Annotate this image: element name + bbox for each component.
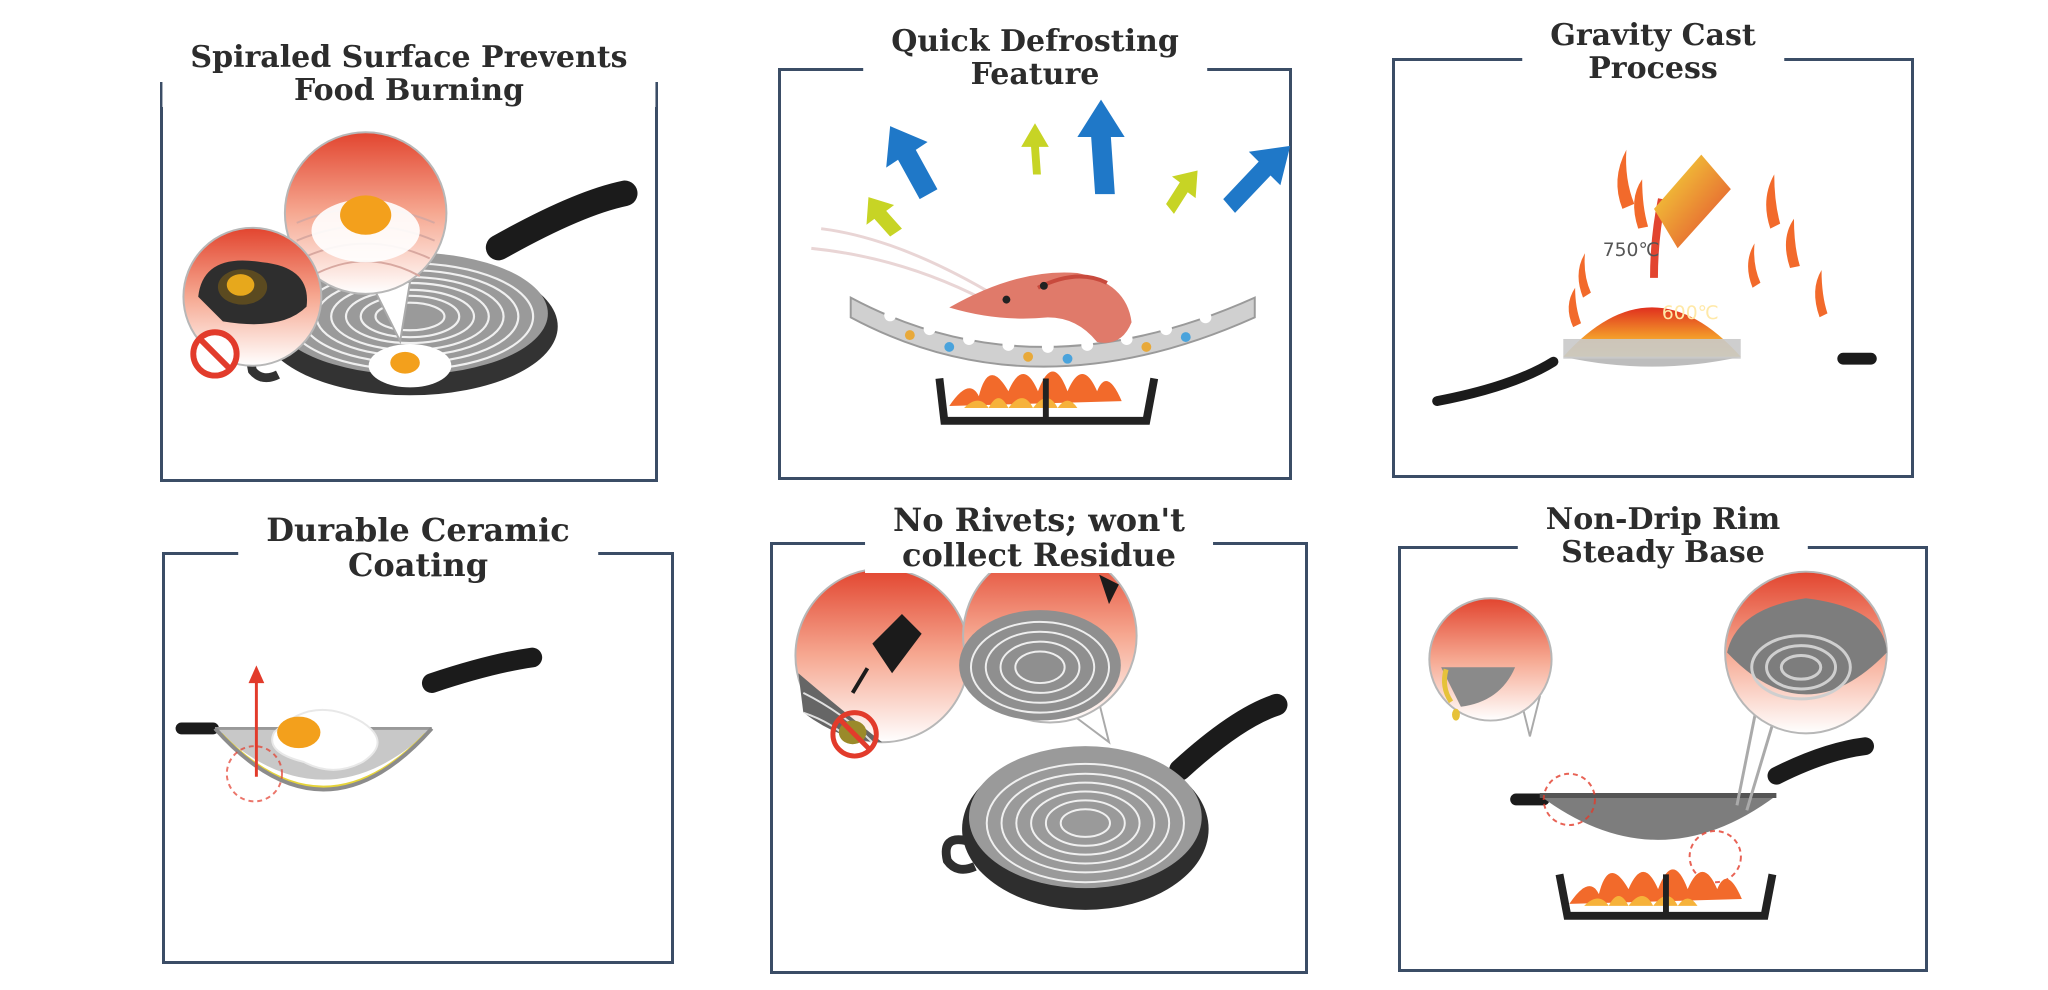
flame-icon (949, 371, 1122, 409)
egg-icon (271, 708, 379, 771)
no-rivets-illustration (794, 547, 1288, 910)
no-entry-icon (830, 710, 879, 759)
gravity-cast-illustration: 750℃ 600℃ (1432, 149, 1877, 407)
title-line: Process (1588, 51, 1718, 86)
pan-icon (941, 693, 1288, 910)
panel-title-defrost: Quick Defrosting Feature (863, 25, 1207, 91)
no-entry-icon (190, 329, 240, 379)
title-line: Coating (347, 546, 489, 585)
title-line: Steady Base (1561, 535, 1765, 570)
temp-label-low: 600℃ (1662, 303, 1719, 324)
title-line: collect Residue (901, 536, 1177, 575)
title-line: Feature (970, 57, 1100, 92)
defrost-illustration (811, 99, 1291, 425)
title-line: Food Burning (293, 73, 525, 108)
panel-gravity-cast: 750℃ 600℃ Gravity Cast Process (1392, 19, 1914, 478)
panel-title-nondrip: Non-Drip Rim Steady Base (1517, 502, 1809, 570)
temp-label-high: 750℃ (1603, 240, 1660, 261)
egg-icon (368, 344, 452, 388)
title-line: No Rivets; won't (893, 501, 1185, 539)
ceramic-coating-illustration (175, 647, 543, 803)
arrow-up-icon (248, 665, 265, 777)
flame-icon (1569, 869, 1742, 906)
panel-no-rivets: No Rivets; won't collect Residue (770, 502, 1308, 974)
panel-ceramic-coating: Durable Ceramic Coating (162, 512, 674, 964)
panel-non-drip-rim: Non-Drip Rim Steady Base (1398, 503, 1928, 972)
panel-spiraled-surface: Spiraled Surface Prevents Food Burning (160, 41, 658, 482)
shrimp-icon (811, 227, 1132, 343)
panel-quick-defrosting: Quick Defrosting Feature (778, 25, 1292, 480)
title-line: Quick Defrosting (891, 24, 1179, 59)
arrow-up-icon (866, 99, 1291, 237)
title-line: Spiraled Surface Prevents (190, 40, 628, 75)
title-line: Durable Ceramic (266, 511, 570, 549)
panel-title-ceramic: Durable Ceramic Coating (238, 511, 598, 585)
panel-title-rivets: No Rivets; won't collect Residue (865, 501, 1213, 575)
title-line: Gravity Cast (1550, 18, 1756, 53)
title-line: Non-Drip Rim (1545, 502, 1781, 537)
spiraled-pan-illustration (182, 131, 638, 396)
panel-title-gravity: Gravity Cast Process (1522, 19, 1784, 85)
panel-title-spiraled: Spiraled Surface Prevents Food Burning (162, 40, 656, 108)
non-drip-illustration (1428, 570, 1888, 920)
